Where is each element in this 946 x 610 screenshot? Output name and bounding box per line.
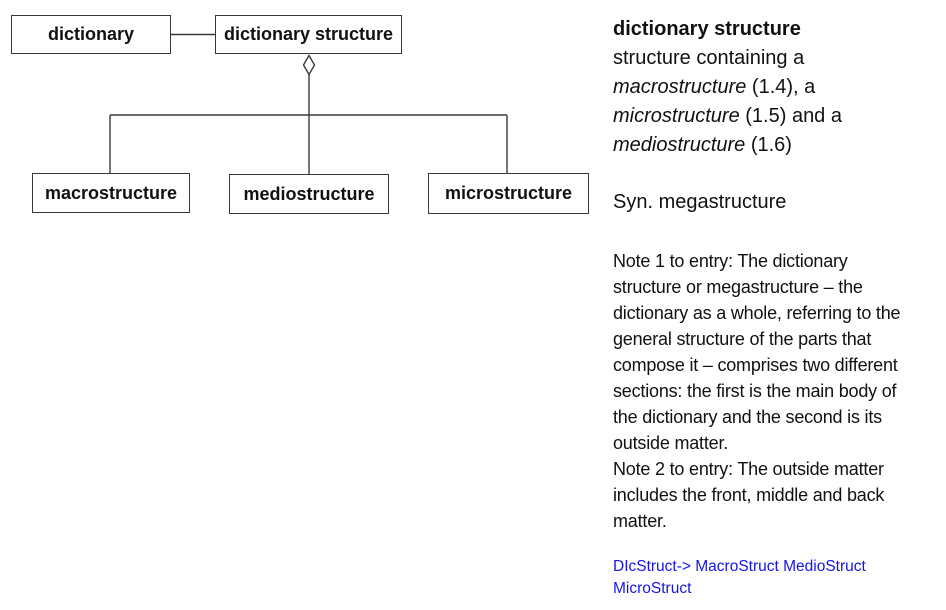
definition-line: mediostructure (1.6) [613, 131, 946, 160]
diagram-node-dictionary: dictionary [11, 15, 171, 54]
note-1: Note 1 to entry: The dictionary structur… [613, 251, 901, 453]
definition-text: structure containing a [613, 47, 805, 69]
synonym-line: Syn. megastructure [613, 191, 787, 213]
definition-text: (1.5) and a [739, 105, 842, 127]
definition-text: (1.4), a [746, 76, 816, 98]
italic-term-mediostructure: mediostructure [613, 134, 746, 156]
node-label: dictionary [47, 24, 135, 44]
definition-line: microstructure (1.5) and a [613, 102, 946, 131]
cross-reference-link[interactable]: DIcStruct-> MacroStruct MedioStruct Micr… [613, 558, 866, 597]
node-label: dictionary structure [223, 24, 394, 44]
node-label: mediostructure [243, 183, 375, 204]
term-heading: dictionary structure [613, 18, 801, 40]
italic-term-macrostructure: macrostructure [613, 76, 747, 98]
note-2: Note 2 to entry: The outside matter incl… [613, 459, 885, 531]
diagram-node-microstructure: microstructure [428, 173, 589, 214]
definition-text: (1.6) [745, 134, 792, 156]
node-label: macrostructure [44, 182, 178, 203]
entry-text-panel: dictionary structure structure containin… [613, 15, 946, 599]
definition-line: structure containing a [613, 44, 946, 73]
diagram-node-mediostructure: mediostructure [229, 174, 389, 214]
diagram-node-dictionary-structure: dictionary structure [215, 15, 402, 54]
aggregation-diamond-icon [302, 54, 316, 76]
diagram-node-macrostructure: macrostructure [32, 173, 190, 213]
definition-line: macrostructure (1.4), a [613, 73, 946, 102]
node-label: microstructure [444, 183, 573, 203]
definition-block: structure containing a macrostructure (1… [613, 44, 946, 160]
italic-term-microstructure: microstructure [613, 105, 740, 127]
